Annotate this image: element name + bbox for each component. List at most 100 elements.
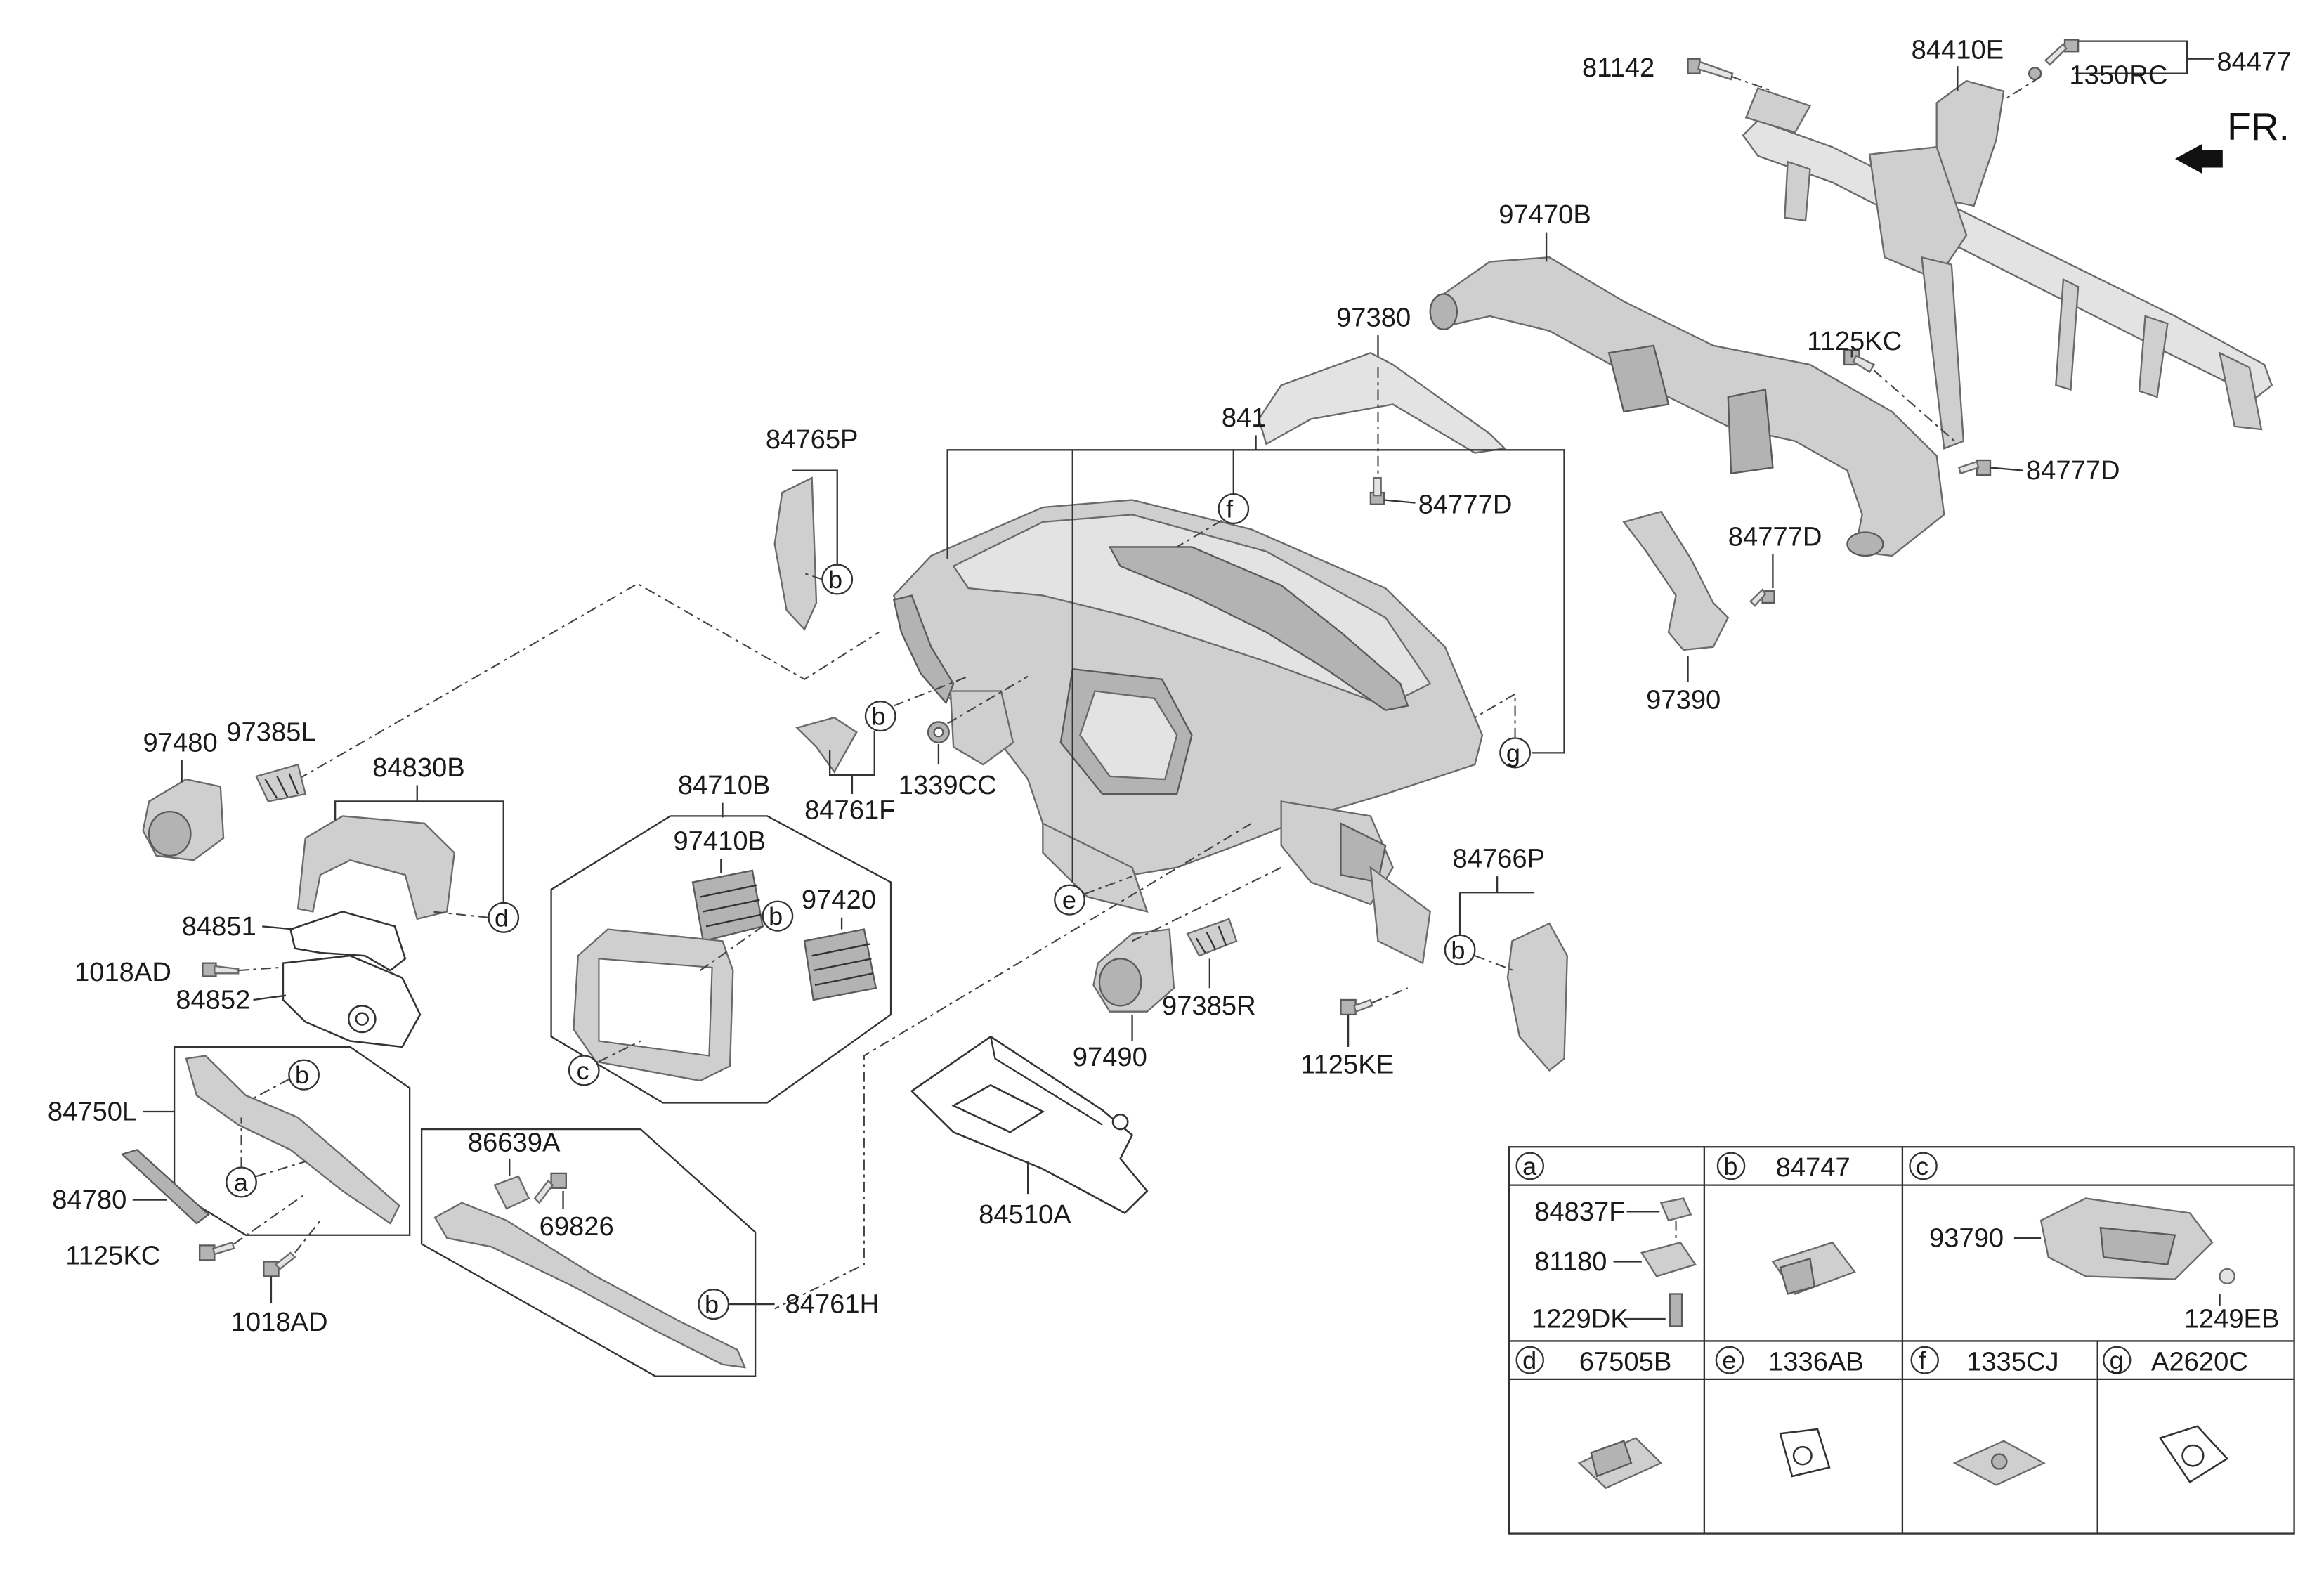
label-84777D-lower: 84777D bbox=[1728, 523, 1822, 552]
screw-1018AD-top-icon bbox=[202, 962, 240, 977]
legend-f-part: 1335CJ bbox=[1966, 1348, 2059, 1377]
callout-e: e bbox=[1054, 884, 1085, 916]
label-81142: 81142 bbox=[1582, 53, 1654, 83]
legend-cell-b: b 84747 bbox=[1716, 1152, 1856, 1295]
callout-b-84750L: b bbox=[288, 1059, 320, 1091]
svg-text:c: c bbox=[1916, 1152, 1928, 1180]
steering-shroud-lower-84852 bbox=[282, 954, 422, 1048]
callout-b-84761F: b bbox=[864, 701, 896, 732]
legend-cell-a: a 84837F 81180 1229DK bbox=[1515, 1152, 1697, 1334]
label-84410E: 84410E bbox=[1912, 36, 2004, 65]
duct-97380 bbox=[1258, 351, 1507, 454]
cover-84766P bbox=[1506, 922, 1568, 1072]
callout-d: d bbox=[488, 902, 520, 933]
trim-84761H bbox=[433, 1202, 747, 1369]
bolt-84477-icon bbox=[2044, 39, 2080, 66]
svg-text:b: b bbox=[705, 1291, 719, 1319]
legend-cell-e: e 1336AB bbox=[1715, 1346, 1864, 1478]
screw-84777D-lower-icon bbox=[1749, 588, 1775, 607]
bolt-81142-icon bbox=[1687, 58, 1734, 81]
label-97385L: 97385L bbox=[226, 718, 315, 748]
center-fascia-panel-84710B bbox=[573, 928, 734, 1082]
label-1339CC: 1339CC bbox=[899, 771, 997, 800]
svg-text:b: b bbox=[828, 566, 842, 594]
duct-97390 bbox=[1622, 510, 1730, 651]
label-69826: 69826 bbox=[540, 1212, 614, 1242]
legend-d-part: 67505B bbox=[1579, 1348, 1672, 1377]
label-84830B: 84830B bbox=[372, 753, 465, 783]
screw-84777D-right-icon bbox=[1958, 459, 1992, 476]
callout-b-97410B: b bbox=[762, 900, 794, 932]
label-97490: 97490 bbox=[1073, 1043, 1147, 1072]
callout-a: a bbox=[226, 1166, 257, 1198]
label-84765P: 84765P bbox=[766, 425, 859, 455]
label-84710B: 84710B bbox=[678, 771, 771, 800]
legend-c-item-2: 1249EB bbox=[2184, 1305, 2280, 1334]
svg-text:b: b bbox=[1451, 937, 1465, 965]
label-84780: 84780 bbox=[52, 1185, 126, 1215]
callout-c: c bbox=[568, 1055, 600, 1086]
legend-a-item-1: 84837F bbox=[1534, 1197, 1625, 1227]
crash-pad-main bbox=[892, 499, 1484, 965]
svg-text:g: g bbox=[1506, 739, 1520, 767]
label-84766P: 84766P bbox=[1452, 845, 1545, 874]
svg-text:c: c bbox=[577, 1057, 589, 1085]
label-1018AD-bottom: 1018AD bbox=[231, 1308, 328, 1337]
cluster-fascia-84830B bbox=[296, 815, 455, 920]
legend-a-item-2: 81180 bbox=[1534, 1247, 1607, 1277]
vent-97410B bbox=[691, 869, 764, 942]
front-direction-arrow-icon bbox=[2174, 144, 2223, 174]
screw-1125KE-icon bbox=[1340, 998, 1373, 1016]
label-97385R: 97385R bbox=[1162, 991, 1256, 1021]
label-84477: 84477 bbox=[2217, 48, 2291, 77]
screw-1018AD-bottom-icon bbox=[263, 1251, 296, 1277]
vent-97480 bbox=[142, 778, 225, 861]
label-1125KC-top: 1125KC bbox=[1807, 327, 1902, 356]
label-84750L: 84750L bbox=[48, 1098, 137, 1127]
legend-cell-g: g A2620C bbox=[2102, 1346, 2248, 1484]
svg-text:b: b bbox=[769, 902, 783, 930]
label-97410B: 97410B bbox=[673, 827, 766, 857]
callout-b-84765P: b bbox=[821, 564, 854, 595]
legend-e-part: 1336AB bbox=[1768, 1348, 1864, 1377]
screw-84777D-mid-icon bbox=[1369, 476, 1385, 505]
label-97470B: 97470B bbox=[1499, 200, 1591, 230]
bracket-84761F bbox=[795, 716, 858, 774]
duct-97470B bbox=[1429, 256, 1945, 557]
vent-grille-97385L bbox=[255, 763, 307, 802]
front-direction-label: FR. bbox=[2227, 105, 2290, 148]
callout-f: f bbox=[1218, 493, 1250, 525]
svg-text:a: a bbox=[234, 1169, 248, 1197]
label-97420: 97420 bbox=[802, 885, 876, 915]
label-86639A: 86639A bbox=[468, 1128, 561, 1158]
cowl-cross-bar-84410E bbox=[1742, 79, 2273, 450]
label-97380: 97380 bbox=[1336, 304, 1411, 333]
label-84851: 84851 bbox=[182, 912, 256, 942]
svg-text:d: d bbox=[495, 904, 509, 932]
label-1125KE: 1125KE bbox=[1300, 1050, 1394, 1080]
label-84777D-mid: 84777D bbox=[1418, 490, 1513, 520]
callout-g: g bbox=[1499, 737, 1531, 769]
svg-text:f: f bbox=[1919, 1346, 1926, 1374]
legend-b-part: 84747 bbox=[1776, 1153, 1850, 1183]
label-84510A: 84510A bbox=[979, 1200, 1071, 1230]
screw-1125KC-bottom-icon bbox=[198, 1241, 235, 1261]
legend-cell-f: f 1335CJ bbox=[1910, 1346, 2059, 1486]
glove-box-84510A bbox=[910, 1035, 1149, 1214]
svg-text:e: e bbox=[1722, 1346, 1736, 1374]
screw-69826-icon bbox=[533, 1172, 567, 1204]
svg-text:b: b bbox=[295, 1061, 309, 1089]
steering-shroud-upper-84851 bbox=[289, 911, 407, 972]
cover-84765P bbox=[773, 476, 818, 631]
label-97390: 97390 bbox=[1646, 686, 1721, 715]
svg-text:f: f bbox=[1226, 495, 1233, 523]
legend-c-item-1: 93790 bbox=[1929, 1224, 2004, 1254]
label-1018AD-top: 1018AD bbox=[74, 958, 171, 987]
legend-g-part: A2620C bbox=[2151, 1348, 2248, 1377]
label-97480: 97480 bbox=[143, 729, 218, 758]
lower-panel-84750L bbox=[185, 1055, 400, 1225]
label-1125KC-bottom: 1125KC bbox=[65, 1242, 160, 1271]
trim-84780 bbox=[120, 1149, 210, 1225]
label-1350RC: 1350RC bbox=[2069, 60, 2167, 90]
